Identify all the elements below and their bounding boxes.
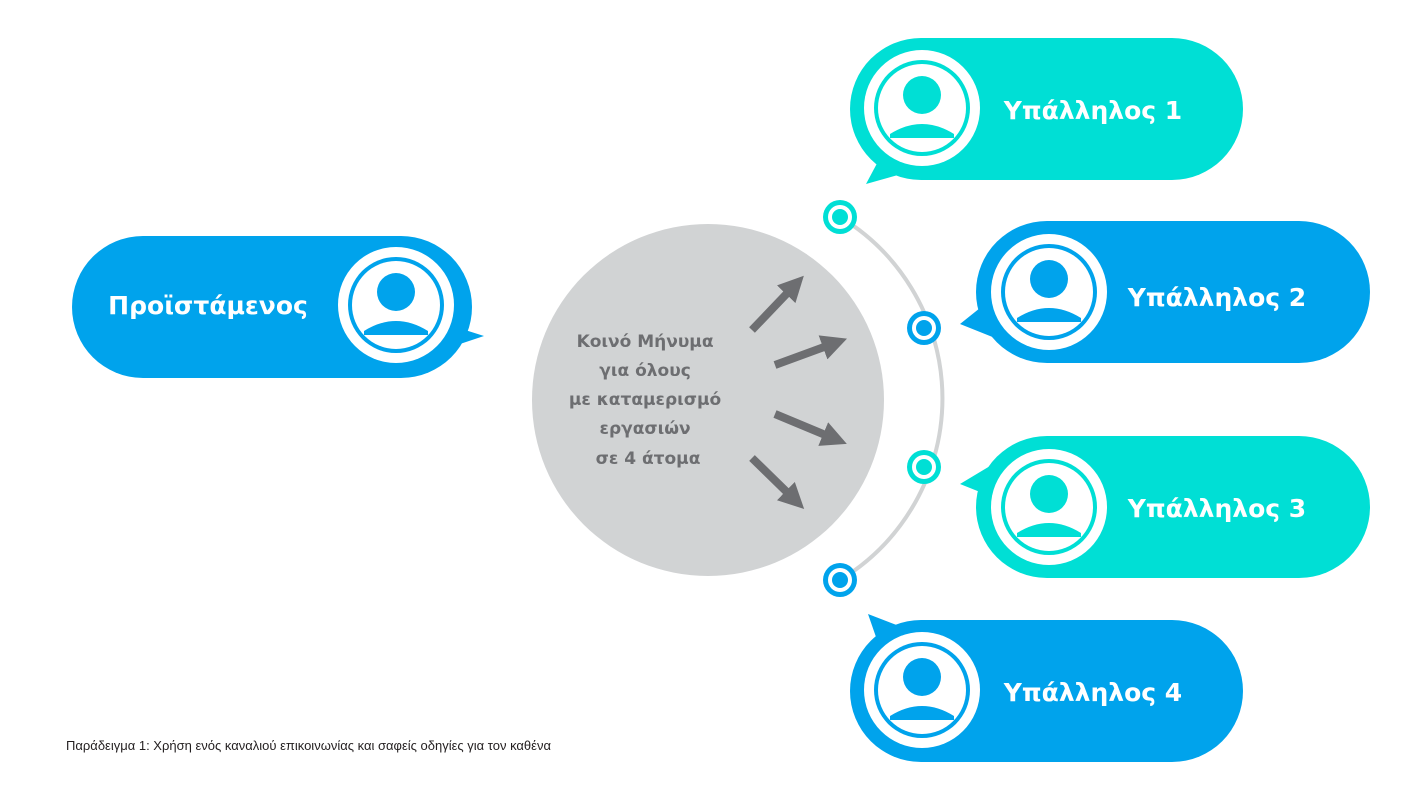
supervisor-bubble: Προϊστάμενος	[72, 236, 484, 378]
hub-line: για όλους	[599, 361, 690, 381]
person-avatar-icon	[864, 632, 980, 748]
supervisor-label: Προϊστάμενος	[108, 291, 308, 320]
employee-label: Υπάλληλος 2	[1127, 283, 1306, 312]
employee-label: Υπάλληλος 3	[1127, 494, 1306, 523]
employee-bubble-1: Υπάλληλος 1	[850, 38, 1243, 184]
employee-label: Υπάλληλος 1	[1003, 96, 1182, 125]
hub-line: Κοινό Μήνυμα	[577, 332, 714, 352]
arrow-to-employee-4	[749, 455, 805, 509]
person-avatar-icon	[338, 247, 454, 363]
employee-bubble-2: Υπάλληλος 2	[960, 221, 1370, 363]
hub-text: Κοινό Μήνυμα για όλους με καταμερισμό ερ…	[569, 332, 727, 469]
arrow-to-employee-2	[773, 335, 848, 369]
person-avatar-icon	[991, 449, 1107, 565]
person-avatar-icon	[864, 50, 980, 166]
arc-node-3	[907, 450, 941, 484]
figure-caption: Παράδειγμα 1: Χρήση ενός καναλιού επικοι…	[66, 738, 551, 753]
hub-line: εργασιών	[599, 419, 690, 439]
employee-bubble-3: Υπάλληλος 3	[960, 436, 1370, 578]
employee-bubble-4: Υπάλληλος 4	[850, 614, 1243, 762]
person-avatar-icon	[991, 234, 1107, 350]
employee-label: Υπάλληλος 4	[1003, 678, 1182, 707]
arrow-to-employee-3	[773, 410, 847, 446]
arc-node-4	[823, 563, 857, 597]
arc-node-1	[823, 200, 857, 234]
connector-arc	[838, 215, 945, 582]
arrow-to-employee-1	[749, 275, 804, 333]
hub-line: με καταμερισμό	[569, 390, 721, 410]
hub-line: σε 4 άτομα	[596, 449, 701, 469]
arc-node-2	[907, 311, 941, 345]
